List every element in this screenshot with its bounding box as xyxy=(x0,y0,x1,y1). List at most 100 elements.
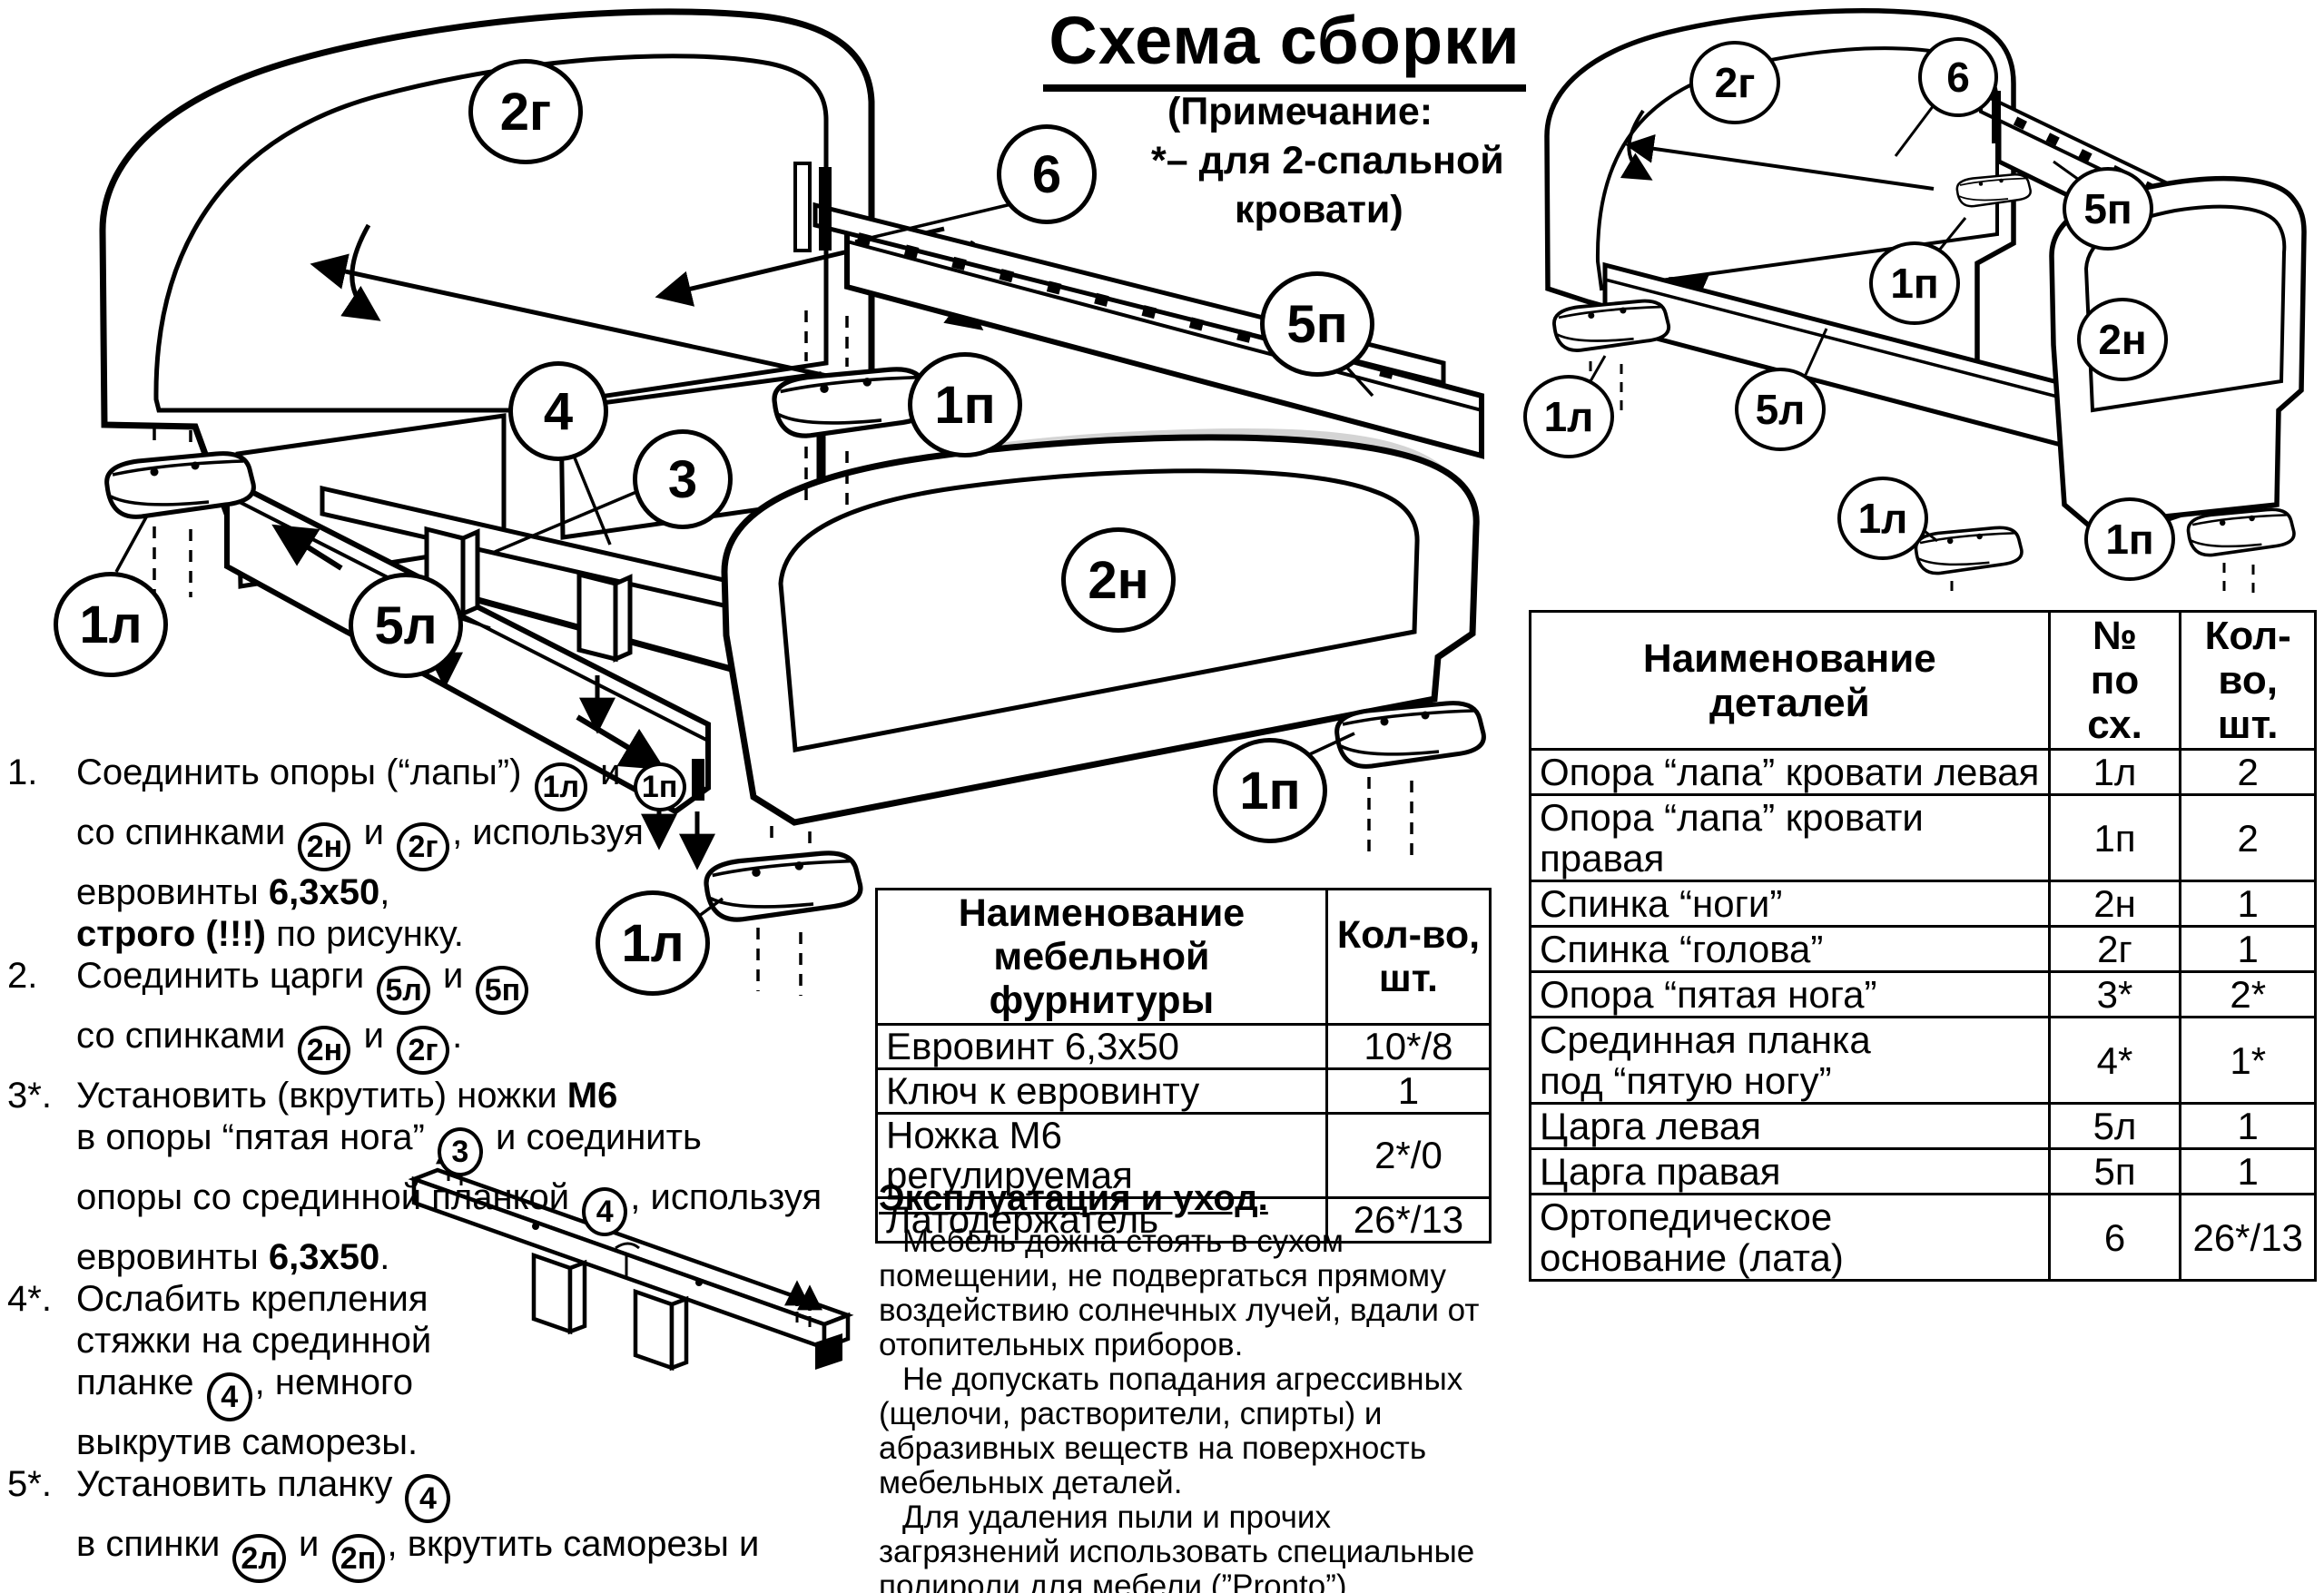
column-header: Наименование мебельной фурнитуры xyxy=(875,888,1328,1026)
column-header: Наименование деталей xyxy=(1529,610,2051,751)
main-label-5l: 5л xyxy=(349,573,463,678)
note-line: *– для 2-спальной xyxy=(1151,139,1504,182)
care-section: Эксплуатация и уход. Мебель дожна стоять… xyxy=(879,1178,1514,1593)
table-cell: 2 xyxy=(2179,748,2317,796)
plank-tenon xyxy=(815,1333,842,1370)
part-ref: 2п xyxy=(331,1534,385,1583)
table-cell: 5п xyxy=(2047,1147,2182,1195)
part-ref: 3 xyxy=(437,1127,483,1176)
small-label-1l-left: 1л xyxy=(1523,375,1614,458)
center-plank-shape xyxy=(320,485,850,734)
table-row: Опора “пятая нога”3*2* xyxy=(1529,970,2317,1018)
care-paragraph: Мебель дожна стоять в сухом помещении, н… xyxy=(879,1224,1480,1362)
part-ref: 2л xyxy=(232,1534,286,1583)
table-cell: 6 xyxy=(2047,1193,2182,1282)
table-cell: 2н xyxy=(2047,880,2182,928)
step-number: 2. xyxy=(7,956,38,996)
table-header-row: Наименование деталей № по сх. Кол-во, шт… xyxy=(1529,610,2317,751)
main-label-4: 4 xyxy=(508,361,608,461)
page-title-wrap: Схема сборки xyxy=(1017,2,1552,92)
part-ref: 4 xyxy=(582,1187,628,1236)
small-label-1l-bottom: 1л xyxy=(1837,477,1928,560)
main-label-1l-left: 1л xyxy=(54,572,168,677)
table-row: Срединная планка под “пятую ногу”4*1* xyxy=(1529,1016,2317,1105)
table-cell: 1п xyxy=(2047,793,2182,882)
small-label-5l: 5л xyxy=(1735,368,1826,451)
note: (Примечание: *– для 2-спальной кровати) xyxy=(1151,87,1504,234)
table-cell: Ножка М6 регулируемая xyxy=(875,1112,1328,1199)
table-cell: 26*/13 xyxy=(2179,1193,2317,1282)
supports xyxy=(107,310,1484,996)
bold-text: строго (!!!) xyxy=(76,914,266,954)
plank-leg-shape xyxy=(669,1295,689,1372)
table-cell: 2 xyxy=(2179,793,2317,882)
table-cell: Ключ к евровинту xyxy=(875,1067,1328,1115)
label-leaders xyxy=(1589,104,2189,543)
table-cell: Спинка “ноги” xyxy=(1529,880,2051,928)
table-cell: 1* xyxy=(2179,1016,2317,1105)
table-cell: 1 xyxy=(2179,925,2317,973)
column-header: Кол-во, шт. xyxy=(1324,888,1492,1026)
note-line: (Примечание: xyxy=(1167,90,1433,133)
table-cell: 1л xyxy=(2047,748,2182,796)
part-ref: 2н xyxy=(298,1026,351,1075)
small-label-1p-mid: 1п xyxy=(1869,241,1960,325)
table-header-row: Наименование мебельной фурнитуры Кол-во,… xyxy=(875,888,1492,1026)
step-number: 3*. xyxy=(7,1076,52,1116)
table-cell: Опора “пятая нога” xyxy=(1529,970,2051,1018)
table-cell: Латодержатель xyxy=(875,1196,1328,1244)
column-header: Кол-во, шт. xyxy=(2179,610,2317,751)
part-ref: 2г xyxy=(397,822,450,871)
table-cell: Опора “лапа” кровати левая xyxy=(1529,748,2051,796)
note-line: кровати) xyxy=(1235,188,1403,231)
table-cell: 2* xyxy=(2179,970,2317,1018)
fifth-leg-shape xyxy=(460,528,480,617)
small-label-2g: 2г xyxy=(1689,41,1780,124)
column-header: № по сх. xyxy=(2047,610,2182,751)
main-label-6: 6 xyxy=(997,124,1097,224)
table-cell: 2г xyxy=(2047,925,2182,973)
table-cell: Ортопедическое основание (лата) xyxy=(1529,1193,2051,1282)
table-cell: 2*/0 xyxy=(1324,1112,1492,1199)
step-number: 1. xyxy=(7,752,38,792)
fifth-leg-shape xyxy=(576,571,618,663)
part-ref: 1л xyxy=(534,762,588,811)
table-cell: 10*/8 xyxy=(1324,1023,1492,1070)
small-label-1p-bottom: 1п xyxy=(2084,497,2175,581)
table-cell: Евровинт 6,3х50 xyxy=(875,1023,1328,1070)
care-paragraphs: Мебель дожна стоять в сухом помещении, н… xyxy=(879,1224,1514,1593)
part-ref: 1п xyxy=(633,762,686,811)
bold-text: 6,3х50 xyxy=(268,872,380,912)
small-label-6: 6 xyxy=(1918,37,1998,117)
care-paragraph: Для удаления пыли и прочих загрязнений и… xyxy=(879,1500,1475,1593)
main-label-5p: 5п xyxy=(1260,271,1374,377)
small-label-2n: 2н xyxy=(2077,298,2168,381)
table-cell: Царга правая xyxy=(1529,1147,2051,1195)
table-cell: 5л xyxy=(2047,1102,2182,1150)
middle-plank-shape xyxy=(408,1167,854,1372)
plank-inset-diagram xyxy=(408,1138,854,1372)
main-label-1p-bottom: 1п xyxy=(1213,738,1327,843)
table-cell: 1 xyxy=(2179,1147,2317,1195)
step-number: 5*. xyxy=(7,1464,52,1504)
table-cell: Срединная планка под “пятую ногу” xyxy=(1529,1016,2051,1105)
plank-leg-shape xyxy=(567,1259,587,1335)
